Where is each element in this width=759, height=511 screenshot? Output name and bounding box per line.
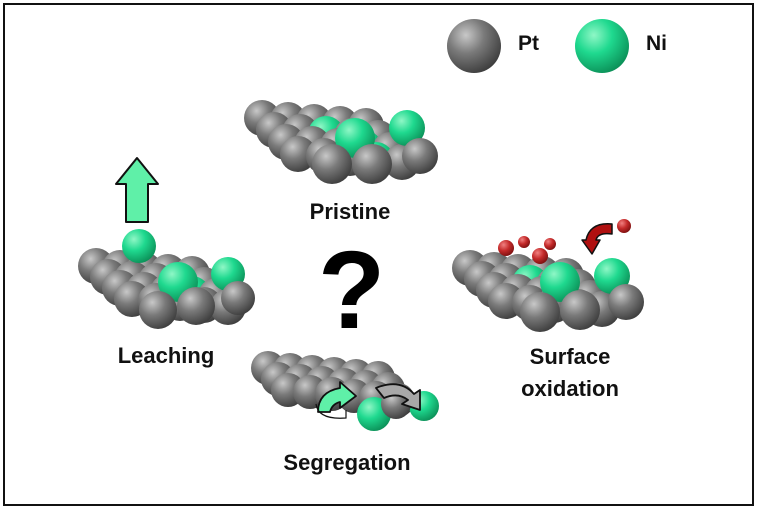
pt-atom	[177, 287, 215, 325]
pt-atom	[221, 281, 255, 315]
question-mark: ?	[318, 229, 386, 352]
pristine-label: Pristine	[309, 199, 391, 224]
oxygen-atom	[518, 236, 530, 248]
legend-pt-sphere	[447, 19, 501, 73]
surface-oxidation-label-line2: oxidation	[521, 376, 619, 401]
pt-atom	[402, 138, 438, 174]
oxygen-atom	[544, 238, 556, 250]
oxygen-atom	[498, 240, 514, 256]
leaching-cluster	[78, 229, 255, 329]
oxygen-incoming-arrow	[581, 223, 613, 255]
legend-ni-label: Ni	[646, 32, 667, 55]
segregation-rotate-arrows	[315, 381, 421, 419]
legend-pt-label: Pt	[518, 32, 539, 55]
leaching-up-arrow	[115, 157, 159, 223]
pristine-cluster	[244, 100, 438, 184]
ni-atom	[540, 262, 580, 302]
pt-atom	[312, 144, 352, 184]
pt-atom	[608, 284, 644, 320]
leaching-label: Leaching	[117, 343, 215, 368]
pt-atom	[280, 136, 316, 172]
segregation-label: Segregation	[283, 450, 411, 475]
pt-atom	[560, 290, 600, 330]
ni-atom	[389, 110, 425, 146]
pt-atom	[520, 292, 560, 332]
pt-atom	[352, 144, 392, 184]
oxygen-atom	[532, 248, 548, 264]
surface-oxidation-label-line1: Surface	[529, 344, 611, 369]
oxygen-atom	[617, 219, 631, 233]
segregation-cluster	[251, 351, 439, 431]
legend-ni-sphere	[575, 19, 629, 73]
surface-oxidation-cluster	[452, 219, 644, 332]
ni-atom	[122, 229, 156, 263]
pt-atom	[139, 291, 177, 329]
